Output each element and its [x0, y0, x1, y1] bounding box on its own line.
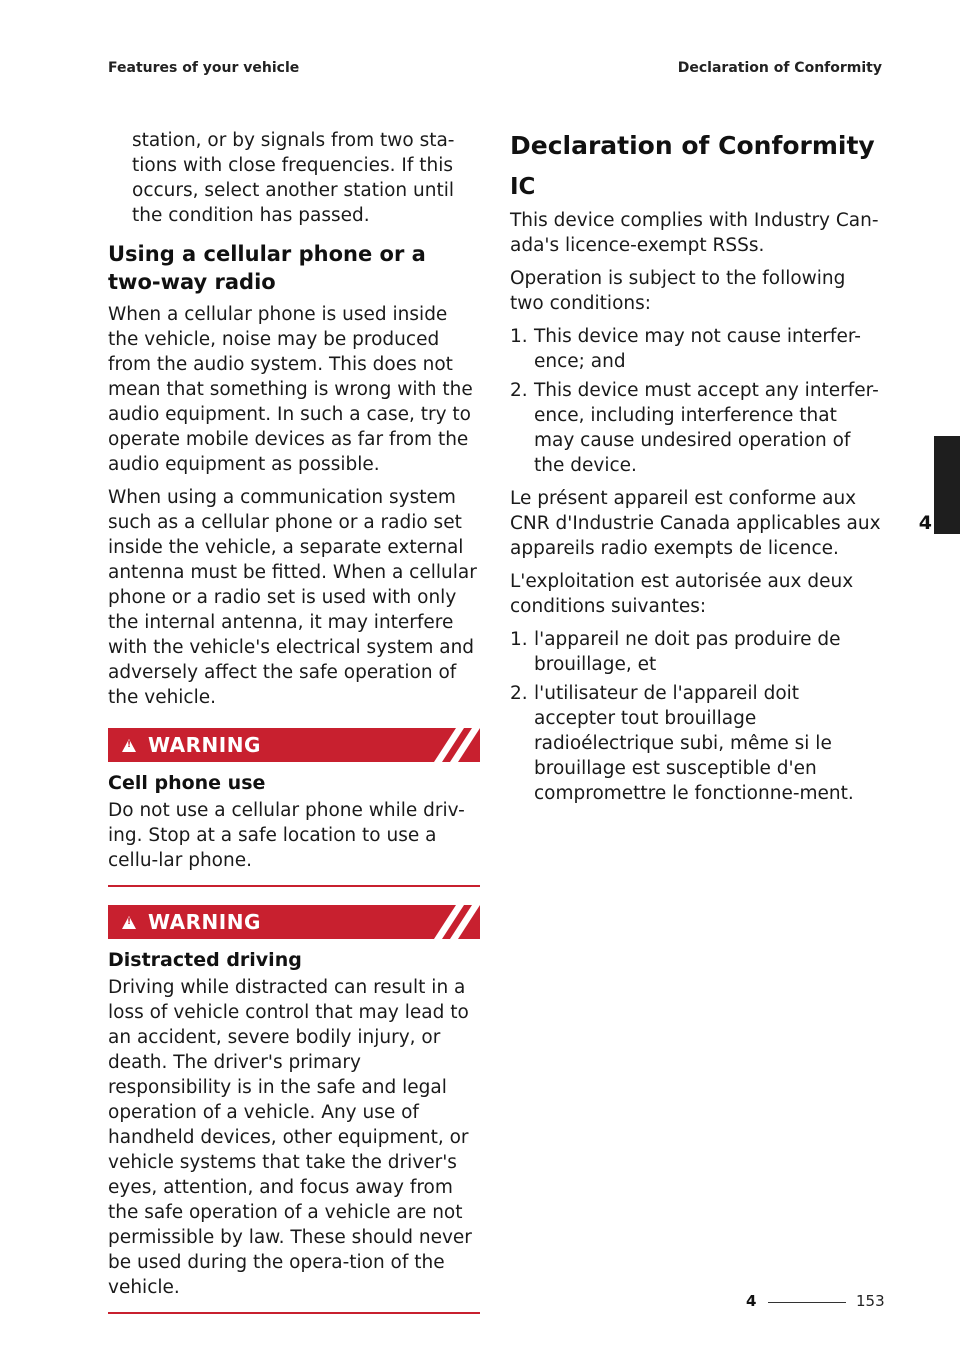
warning-label: WARNING [148, 733, 261, 757]
warning-triangle-icon [122, 915, 136, 929]
running-header-section: Features of your vehicle [108, 60, 300, 76]
warning-title: Cell phone use [108, 772, 266, 794]
left-column: station, or by signals from two sta-tion… [108, 128, 480, 1314]
subsection-title-ic: IC [510, 174, 536, 200]
warning-stripes-icon [420, 905, 480, 939]
warning-divider [108, 885, 480, 887]
warning-stripes-icon [420, 728, 480, 762]
section-title: Declaration of Conformity [510, 131, 875, 160]
paragraph-cellular-1: When a cellular phone is used inside the… [108, 304, 473, 475]
conditions-list-en: 1.This device may not cause interfer-enc… [510, 324, 882, 478]
warning-text: Do not use a cellular phone while driv-i… [108, 800, 465, 871]
warning-box-distracted-driving: WARNING Distracted driving Driving while… [108, 905, 480, 1314]
paragraph-conformity-fr: Le présent appareil est conforme aux CNR… [510, 488, 881, 559]
warning-box-cell-phone: WARNING Cell phone use Do not use a cell… [108, 728, 480, 887]
footer-chapter-number: 4 [746, 1292, 757, 1310]
chapter-side-number: 4 [918, 512, 932, 534]
heading-cellular-phone: Using a cellular phone or a two-way radi… [108, 242, 426, 294]
running-header-topic: Declaration of Conformity [677, 60, 882, 76]
warning-text: Driving while distracted can result in a… [108, 977, 472, 1298]
warning-label: WARNING [148, 910, 261, 934]
footer-page-number: 153 [856, 1292, 885, 1310]
paragraph-conditions-fr: L'exploitation est autorisée aux deux co… [510, 571, 854, 617]
paragraph-conditions: Operation is subject to the following tw… [510, 268, 846, 314]
warning-triangle-icon [122, 738, 136, 752]
conditions-list-fr: 1.l'appareil ne doit pas produire de bro… [510, 627, 882, 806]
list-item: 2.This device must accept any interfer-e… [510, 380, 879, 476]
footer-divider [768, 1302, 846, 1303]
chapter-side-tab [934, 436, 960, 534]
list-item: 1.l'appareil ne doit pas produire de bro… [510, 629, 841, 675]
paragraph-cellular-2: When using a communication system such a… [108, 487, 477, 708]
warning-bar: WARNING [108, 905, 480, 939]
paragraph-compliance: This device complies with Industry Can-a… [510, 210, 879, 256]
right-column: Declaration of Conformity IC This device… [510, 128, 882, 814]
list-item: 2.l'utilisateur de l'appareil doit accep… [510, 683, 854, 804]
warning-divider [108, 1312, 480, 1314]
warning-title: Distracted driving [108, 949, 302, 971]
list-item: 1.This device may not cause interfer-enc… [510, 326, 861, 372]
intro-paragraph: station, or by signals from two sta-tion… [132, 130, 455, 226]
warning-bar: WARNING [108, 728, 480, 762]
